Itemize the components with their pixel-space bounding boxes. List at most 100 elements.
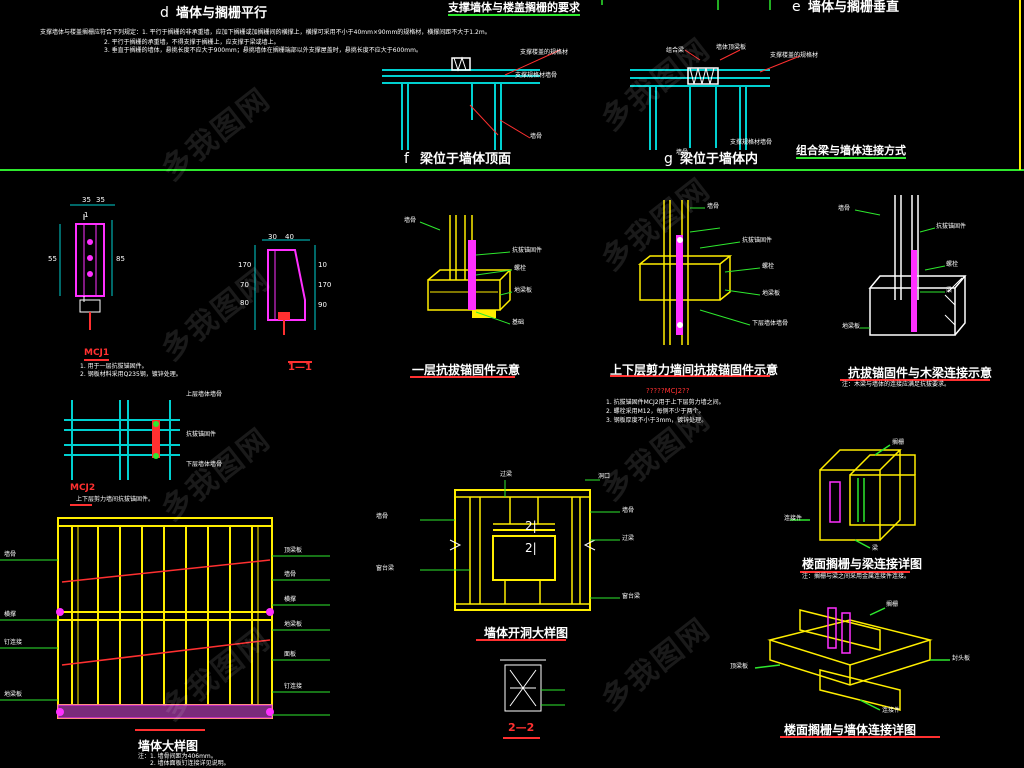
detail-e-letter: e — [792, 0, 801, 15]
timber-callout: 螺栓 — [946, 261, 959, 268]
mcj2-note: 上下层剪力墙间抗拔锚固件。 — [76, 496, 155, 503]
joist-wall-callout: 封头板 — [952, 655, 971, 662]
detail-f-letter: f — [404, 151, 409, 167]
interfloor-anchor-drawing — [610, 200, 770, 377]
section-1-1-dim: 170 — [318, 281, 332, 289]
opening-callout: 窗台梁 — [622, 593, 641, 600]
mcj1-note: 2. 钢板材料采用Q235钢，镀锌处理。 — [80, 371, 182, 378]
timber-callout: 墙骨 — [838, 205, 851, 212]
detail-d-letter: d — [160, 5, 169, 21]
section-1-1-dim: 170 — [238, 261, 252, 269]
wall-detail-note: 注：1. 墙骨间距为406mm。 — [138, 753, 217, 760]
mcj2-callout: 上层墙体墙骨 — [186, 391, 223, 398]
mcj1-drawing — [59, 204, 115, 330]
g-callout: 支撑楼盖的规格材 — [770, 52, 819, 59]
wall-callout-left: 墙骨 — [4, 551, 17, 558]
section-1-1-dim: 10 — [318, 261, 327, 269]
detail-f-drawing — [382, 49, 561, 150]
section-1-1-drawing — [254, 239, 316, 363]
g-callout: 支撑规格材墙骨 — [730, 139, 773, 146]
detail-f-title: 梁位于墙体顶面 — [420, 152, 512, 167]
mcj1-dim: 35 — [82, 196, 91, 204]
section-2-2-title: 2—2 — [508, 721, 535, 734]
timber-callout: 地梁板 — [842, 323, 861, 330]
timber-beam-note: 注：木梁与墙体的连接应满足抗拔要求。 — [842, 381, 951, 388]
mcj2-drawing — [64, 400, 180, 506]
timber-beam-anchor-drawing — [840, 195, 990, 381]
mcj1-note: 1. 用于一层抗拔锚固件。 — [80, 363, 148, 370]
wall-callout: 横撑 — [284, 596, 297, 603]
joist-beam-callout: 搁栅 — [892, 439, 905, 446]
anchor-callout: 螺栓 — [514, 265, 527, 272]
wall-callout-left: 横撑 — [4, 611, 17, 618]
wall-detail-title: 墙体大样图 — [138, 739, 199, 753]
mcj1-dim: 1 — [84, 211, 89, 219]
section-1-1-dim: 70 — [240, 281, 249, 289]
joist-beam-drawing — [790, 444, 916, 573]
joist-wall-callout: 连接件 — [882, 707, 901, 714]
section-1-1-title: 1—1 — [288, 362, 312, 373]
opening-callout: 墙骨 — [622, 507, 635, 514]
detail-g-title: 梁位于墙体内 — [680, 152, 759, 167]
f-callout: 支撑规格材墙骨 — [515, 72, 558, 79]
section-1-1-dim: 40 — [285, 233, 294, 241]
first-floor-anchor-drawing — [410, 215, 515, 378]
g-callout: 组合梁 — [666, 47, 685, 54]
support-requirements-title: 支撑墙体与楼盖搁栅的要求 — [448, 1, 580, 16]
wall-detail-drawing — [0, 517, 330, 731]
joist-wall-callout: 顶梁板 — [730, 663, 749, 670]
support-note-1: 支撑墙体与楼盖搁栅应符合下列规定：1. 平行于搁栅的非承重墙，应加下搁栅或加搁栅… — [40, 29, 491, 36]
mcj1-dim: 55 — [48, 255, 57, 263]
anchor-callout: 地梁板 — [514, 287, 533, 294]
wall-opening-drawing: 2| 2| — [420, 479, 620, 641]
interfloor-callout: 墙骨 — [707, 203, 720, 210]
joist-beam-callout: 连接件 — [784, 515, 803, 522]
section-1-1-dim: 90 — [318, 301, 327, 309]
drawing-frame — [0, 0, 1024, 171]
mcj1-title: MCJ1 — [84, 349, 110, 361]
timber-beam-anchor-title: 抗拔锚固件与木梁连接示意 — [848, 366, 993, 380]
detail-e-title: 墙体与搁栅垂直 — [808, 0, 900, 15]
joist-beam-callout: 梁 — [872, 545, 879, 552]
interfloor-note: 3. 钢板厚度不小于3mm，镀锌处理。 — [606, 417, 708, 424]
wall-detail-note: 2. 墙体面板钉连接详见说明。 — [150, 760, 230, 767]
opening-callout: 窗台梁 — [376, 565, 395, 572]
mcj2-callout: 抗拔锚固件 — [186, 431, 217, 438]
wall-opening-title: 墙体开洞大样图 — [484, 626, 569, 640]
svg-text:2|: 2| — [525, 541, 537, 555]
mcj2-title: MCJ2 — [70, 483, 96, 493]
detail-d-title: 墙体与搁栅平行 — [176, 6, 268, 21]
wall-callout: 顶梁板 — [284, 547, 303, 554]
timber-callout: 抗拔锚固件 — [936, 223, 967, 230]
f-callout: 墙骨 — [530, 133, 543, 140]
joist-wall-callout: 搁栅 — [886, 601, 899, 608]
interfloor-callout: 抗拔锚固件 — [742, 237, 773, 244]
joist-wall-drawing — [754, 607, 950, 738]
joist-wall-title: 楼面搁栅与墙体连接详图 — [784, 723, 917, 737]
interfloor-note: 1. 抗拔锚固件MCJ2用于上下层剪力墙之间。 — [606, 399, 725, 406]
interfloor-note: 2. 螺栓采用M12，每侧不少于两个。 — [606, 408, 705, 415]
opening-callout: 墙骨 — [376, 513, 389, 520]
section-1-1-dim: 80 — [240, 299, 249, 307]
wall-callout-left: 钉连接 — [4, 639, 23, 646]
interfloor-anchor-title: 上下层剪力墙间抗拔锚固件示意 — [610, 363, 779, 377]
detail-g-drawing — [630, 49, 801, 150]
opening-callout: 洞口 — [598, 473, 611, 480]
wall-callout-left: 地梁板 — [4, 691, 23, 698]
mcj1-dim: 35 — [96, 196, 105, 204]
g-callout: 墙体顶梁板 — [716, 44, 747, 51]
combo-beam-title: 组合梁与墙体连接方式 — [796, 144, 906, 159]
opening-callout: 过梁 — [500, 471, 513, 478]
interfloor-callout: 下层墙体墙骨 — [752, 320, 789, 327]
wall-callout: 墙骨 — [284, 571, 297, 578]
interfloor-note-title: ?????MCJ2?? — [646, 387, 690, 395]
g-callout: 墙骨 — [676, 149, 689, 156]
opening-callout: 过梁 — [622, 535, 635, 542]
anchor-callout: 墙骨 — [404, 217, 417, 224]
mcj2-callout: 下层墙体墙骨 — [186, 461, 223, 468]
wall-callout: 面板 — [284, 651, 297, 658]
section-2-2-drawing — [500, 659, 565, 739]
interfloor-callout: 螺栓 — [762, 263, 775, 270]
support-note-2: 2. 平行于搁栅的承重墙，不得支撑于搁栅上，应支撑于梁或墙上。 — [104, 39, 280, 46]
